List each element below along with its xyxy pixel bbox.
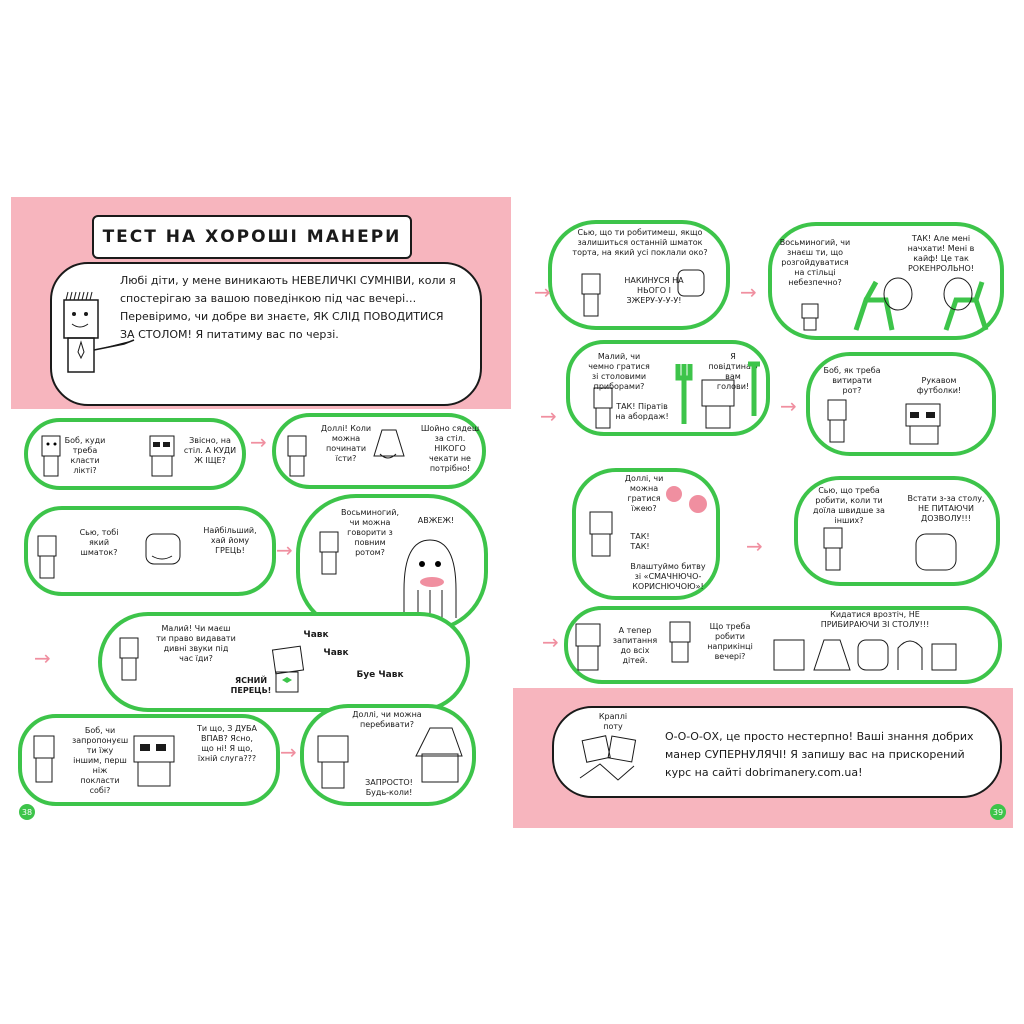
arrow-2: → [276,538,293,562]
octopus-figure [403,539,457,620]
sound-chavk-1: Чавк [303,630,329,640]
panel-full-mouth-question: Восьминогий, чи можна говорити з повним … [341,508,399,557]
panel-rocking-chair-answer: ТАК! Але мені начхати! Мені в кайф! Це т… [907,234,975,273]
panel-cutlery-answer-2: Я повідтинаю вам голови! [708,352,758,391]
panel-offer-food [18,714,280,806]
girl-hair-figure [373,429,405,459]
panel-elbows-answer: Звісно, на стіл. А КУДИ Ж ІЩЕ? [183,436,237,465]
narrator-figure [63,291,135,373]
panel-all-children-question-2: Що треба робити наприкінці вечері? [707,622,753,661]
dolly-figure-food [589,511,613,557]
panel-leave-table-question: Сью, що треба робити, коли ти доїла швид… [813,486,885,525]
panel-full-mouth-answer: АВЖЕЖ! [417,516,455,525]
panel-rocking-chair-question: Восьминогий, чи знаєш ти, що розгойдуват… [779,238,851,287]
arrow-4: → [280,740,297,764]
intro-text: Любі діти, у мене виникають НЕВЕЛИЧКІ СУ… [120,274,456,341]
final-speech-bubble [552,706,1002,798]
sound-chavk-2: Чавк [323,648,349,658]
bob-figure-wipe [827,399,847,443]
panel-all-children-question-1: А тепер запитання до всіх дітей. [612,626,658,665]
children-group-figure [773,639,957,671]
panel-wipe-mouth-question: Боб, як треба витирати рот? [823,366,881,395]
page-number-right: 39 [990,804,1006,820]
final-text: О-О-О-ОХ, це просто нестерпно! Ваші знан… [665,730,974,779]
boy-glasses-figure [149,435,175,477]
panel-wipe-mouth-answer: Рукавом футболки! [916,376,962,395]
panel-elbows-question: Боб, куди треба класти лікті? [64,436,106,475]
panel-last-cake [548,220,730,330]
panel-cutlery-question: Малий, чи чемно гратися зі столовими при… [588,352,650,391]
teacher-figure [575,623,601,671]
arrow-6: → [740,280,757,304]
boy-with-fork-figure [675,361,760,429]
panel-biggest-piece-question: Сью, тобі який шматок? [79,528,119,557]
panel-strange-sounds-answer: ЯСНИЙ ПЕРЕЦЬ! [230,676,272,695]
maliy-figure [119,637,139,681]
arrow-7: → [540,404,557,428]
arrow-3: → [34,646,51,670]
curly-hair-figure-leave [915,533,957,571]
panel-interrupt-question: Доллі, чи можна перебивати? [352,710,422,729]
sound-chavk-3: Буе Чавк [356,670,404,680]
panel-last-cake-question: Сью, що ти робитимеш, якщо залишиться ос… [572,228,708,257]
sue-figure-cake [581,273,601,317]
maliy-figure-all [669,621,691,663]
panel-play-with-food-question: Доллі, чи можна гратися їжею? [624,474,664,513]
panel-all-children [564,606,1002,684]
maliy-figure-small [801,303,819,331]
arrow-9: → [746,534,763,558]
intro-speech-bubble [50,262,482,406]
arrow-8: → [780,394,797,418]
asker-figure-octopus-panel [319,531,339,575]
octopus-on-chairs-figure [853,277,989,331]
curly-hair-figure-cake [677,269,705,297]
panel-play-with-food-answer-2: Влаштуймо битву зі «СМАЧНЮЧО-КОРИСНЮЧОЮ»… [630,562,706,591]
panel-play-with-food-answer-1: ТАК! ТАК! [630,532,650,551]
page-title: ТЕСТ НА ХОРОШІ МАНЕРИ [92,215,412,259]
panel-elbows [24,418,246,490]
dolly-figure-2 [317,735,349,789]
arrow-10: → [542,630,559,654]
bob-figure-2 [33,735,55,783]
panel-rocking-chair [768,222,1004,340]
arrow-5: → [534,280,551,304]
bob-figure-cutlery [593,387,613,429]
panel-biggest-piece [24,506,276,596]
panel-interrupt-answer: ЗАПРОСТО! Будь-коли! [365,778,413,797]
panel-start-eating-answer: Шойно сядеш за стіл. НІКОГО чекати не по… [420,424,480,473]
food-splats-icon [666,486,707,513]
sweating-teacher-figure [579,735,637,781]
panel-all-children-answer: Кидатися врозтіч, НЕ ПРИБИРАЮЧИ ЗІ СТОЛУ… [820,610,930,629]
arrow-1: → [250,430,267,454]
bob-figure [41,435,61,477]
page-number-left: 38 [19,804,35,820]
panel-strange-sounds [98,612,470,712]
panel-cutlery [566,340,770,436]
panel-cutlery-answer-1: ТАК! Піратів на абордаж! [615,402,669,421]
chewing-boy-figure [271,645,305,693]
curly-hair-figure [145,533,181,565]
panel-strange-sounds-question: Малий! Чи маєш ти право видавати дивні з… [156,624,236,663]
panel-offer-food-answer: Ти що, З ДУБА ВПАВ? Ясно, що ні! Я що, ї… [197,724,257,763]
sue-figure [37,535,57,579]
sue-figure-leave [823,527,843,571]
panel-wipe-mouth [806,352,996,456]
panel-leave-table [794,476,1000,586]
panel-offer-food-question: Боб, чи запропонуєш ти їжу іншим, перш н… [72,726,129,795]
panel-start-eating-question: Доллі! Коли можна починати їсти? [320,424,372,463]
sweat-drops-label: Краплі поту [598,712,628,731]
boy-glasses-figure-wipe [905,403,941,445]
boy-glasses-figure-2 [133,735,175,787]
girl-hair-figure-2 [415,727,463,783]
panel-leave-table-answer: Встати з-за столу, НЕ ПИТАЮЧИ ДОЗВОЛУ!!! [907,494,985,523]
panel-interrupt [300,704,476,806]
panel-last-cake-answer: НАКИНУСЯ НА НЬОГО І ЗЖЕРУ-У-У-У! [624,276,684,305]
panel-start-eating [272,413,486,489]
panel-biggest-piece-answer: Найбільший, хай йому ГРЕЦЬ! [203,526,257,555]
dolly-figure [287,435,307,477]
